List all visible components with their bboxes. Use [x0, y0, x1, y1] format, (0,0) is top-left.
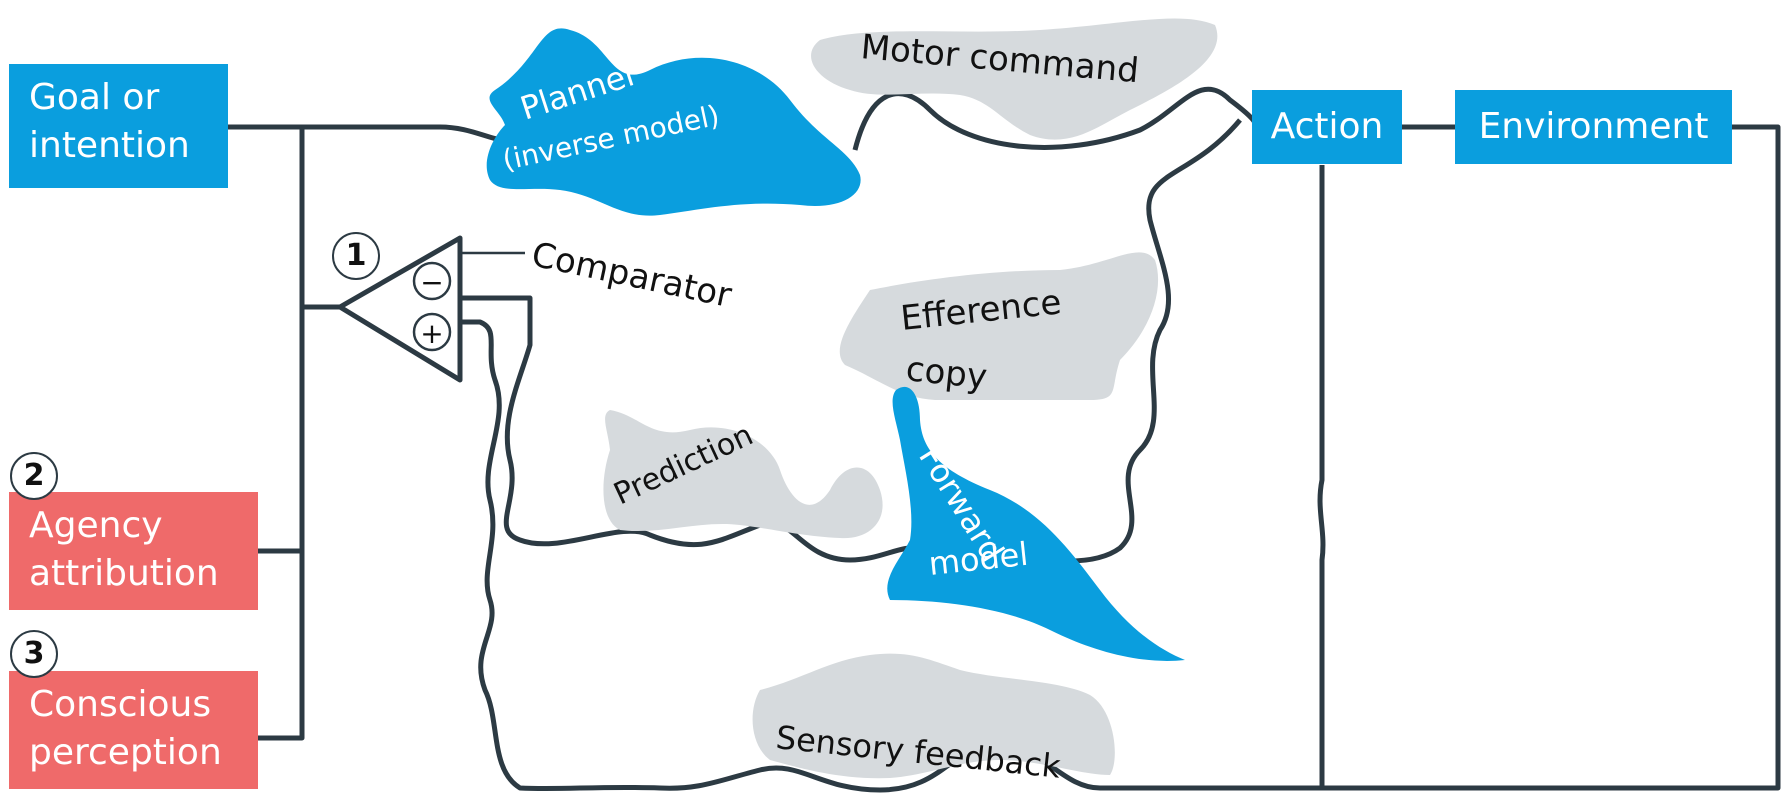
conscious-perception-box: Conscious perception [9, 671, 258, 789]
comparator-plus-sign: + [420, 317, 443, 350]
environment-right-line [1322, 124, 1781, 791]
comparator-label: Comparator [528, 235, 735, 316]
marker-3: 3 [10, 630, 58, 678]
action-box: Action [1252, 90, 1402, 164]
goal-to-planner-line [228, 124, 506, 143]
left-bus-line [258, 127, 305, 741]
sensory-feedback-line [457, 319, 1322, 793]
forward-model-blob [887, 386, 1185, 661]
marker-1: 1 [332, 232, 380, 280]
action-down-line [1317, 165, 1326, 788]
marker-2: 2 [10, 452, 58, 500]
prediction-blob [603, 410, 883, 539]
sensory-feedback-blob [752, 653, 1115, 779]
motor-command-blob [811, 18, 1218, 140]
planner-blob [486, 28, 861, 216]
environment-box: Environment [1455, 90, 1732, 164]
prediction-line [457, 295, 921, 563]
agency-attribution-box: Agency attribution [9, 492, 258, 610]
comparator-plus-circle [412, 312, 452, 352]
goal-or-intention-box: Goal or intention [9, 64, 228, 188]
efference-copy-label-2: copy [904, 349, 989, 397]
efference-copy-blob [839, 252, 1159, 400]
efference-copy-line [989, 118, 1242, 564]
comparator-minus-sign: − [420, 266, 443, 299]
comparator-minus-circle [412, 261, 452, 301]
